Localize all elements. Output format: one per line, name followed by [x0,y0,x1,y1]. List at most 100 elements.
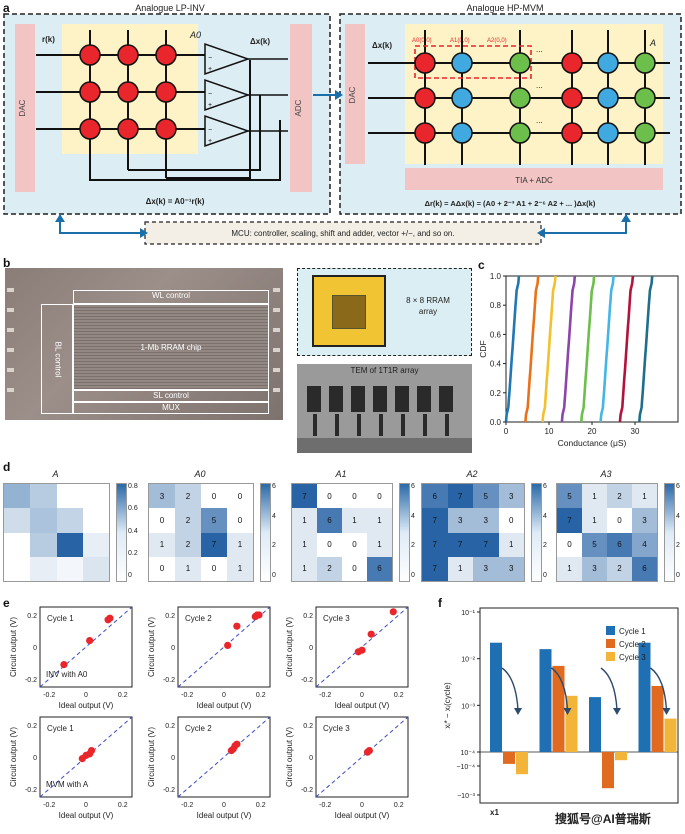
cdf-line-6 [618,275,635,423]
colorbar-tick: 4 [676,512,680,520]
bar-x4-1 [651,685,664,752]
heatmap-title-1: A0 [194,469,206,479]
heatmap-cell: 6 [632,556,657,581]
trend-arrow [501,667,519,711]
packaged-chip-box: 8 × 8 RRAM array [297,268,472,356]
bar-x4-2 [664,718,677,752]
heatmap-cell: 0 [317,532,342,557]
colorbar-tick: 6 [411,483,415,490]
legend-swatch-0 [606,626,615,635]
dx-output-label: Δx(k) [250,37,270,46]
heatmap-cell: 2 [175,532,201,557]
left-adc-label: ADC [294,99,303,116]
scatter-ytick: 0 [309,755,313,762]
bar-ytick-label: 10⁻³ [461,703,475,710]
colorbar-tick: 2 [543,542,547,550]
identity-line [39,606,133,688]
scatter-ytick: -0.2 [301,787,313,794]
scatter-ytick: 0 [33,755,37,762]
scatter-xlabel: Ideal output (V) [197,811,252,820]
wl-control-box: WL control [73,290,269,304]
trend-arrowhead [514,708,522,715]
heatmap-cell: 1 [149,532,175,557]
heatmap-cell: 1 [447,556,473,581]
heatmap-cell: 1 [175,556,201,581]
bar-x-label: x1 [490,808,499,817]
scatter-note: MVM with A [46,780,89,789]
heatmap-cell [82,508,109,533]
scatter-ytick: -0.2 [163,677,175,684]
legend-label-0: Cycle 1 [619,627,646,636]
cdf-line-1 [524,275,540,423]
bar-ytick-label: −10⁻⁴ [456,764,475,771]
scatter-xtick: 0 [360,692,364,699]
heatmap-cell: 5 [557,484,582,509]
legend-swatch-1 [606,639,615,648]
cdf-xlabel: Conductance (μS) [558,438,627,448]
identity-line [177,606,271,688]
scatter-xlabel: Ideal output (V) [59,811,114,820]
heatmap-cell: 0 [227,508,253,533]
heatmap-cell: 3 [447,508,473,533]
right-equation: Δr(k) = AΔx(k) = (A0 + 2⁻³ A1 + 2⁻⁶ A2 +… [425,199,596,208]
cdf-ytick-label: 0.0 [490,418,502,427]
bar-x3-1 [602,752,614,789]
a1-sub-label: A1(0,0) [450,38,470,44]
a2-sub-label: A2(0,0) [487,38,507,44]
heatmap-cell: 5 [201,508,227,533]
heatmap-cell: 0 [149,556,175,581]
tem-label: TEM of 1T1R array [350,366,419,375]
heatmap-cell [56,532,83,557]
heatmap-cell: 7 [201,532,227,557]
heatmap-cell: 7 [422,508,448,533]
scatter-ytick: -0.2 [301,677,313,684]
bar-ytick-label: 10⁻² [461,657,475,664]
scatter-ytick: 0.2 [27,723,37,730]
colorbar-tick: 2 [676,542,680,550]
scatter-title: Cycle 1 [47,614,74,623]
tia-adc-label: TIA + ADC [515,176,553,185]
cdf-ytick-label: 1.0 [490,272,502,281]
panel-label-f: f [438,596,442,610]
cdf-ylabel: CDF [478,340,488,357]
heatmap-cell: 1 [582,508,607,533]
colorbar-tick: 0.2 [128,549,138,557]
heatmap-cell [4,556,31,581]
trend-arrow [551,667,569,711]
scatter-point [389,608,397,616]
cdf-line-3 [560,275,577,423]
heatmap-cell: 1 [632,484,657,509]
bar-x1-1 [503,752,515,764]
svg-text:−: − [208,127,212,134]
colorbar-tick: 0.8 [128,483,138,490]
heatmap-cell [82,556,109,581]
scatter-xtick: -0.2 [319,692,331,699]
legend-label-2: Cycle 3 [619,653,646,662]
trend-arrow [600,667,618,711]
heatmap-cell [30,532,57,557]
left-crossbar-cells [79,44,177,140]
heatmap-cell: 0 [227,484,253,509]
heatmap-cell: 1 [342,508,367,533]
cdf-xtick-label: 0 [504,427,509,436]
right-dac-label: DAC [348,86,357,103]
heatmap-cell: 3 [632,508,657,533]
heatmap-cell: 0 [367,484,392,509]
scatter-xtick: 0.2 [394,692,404,699]
sl-control-label: SL control [153,391,189,400]
scatter-title: Cycle 2 [185,614,212,623]
cdf-xtick-label: 10 [545,427,554,436]
heatmap-cell: 2 [175,484,201,509]
colorbar-tick: 0 [272,572,276,579]
heatmap-cell [4,532,31,557]
scatter-xtick: 0.2 [256,692,266,699]
right-crossbar-cells [414,52,656,144]
heatmap-cell: 1 [367,508,392,533]
cdf-line-5 [599,275,615,423]
trend-arrowhead [662,708,671,715]
scatter-xtick: 0 [222,692,226,699]
